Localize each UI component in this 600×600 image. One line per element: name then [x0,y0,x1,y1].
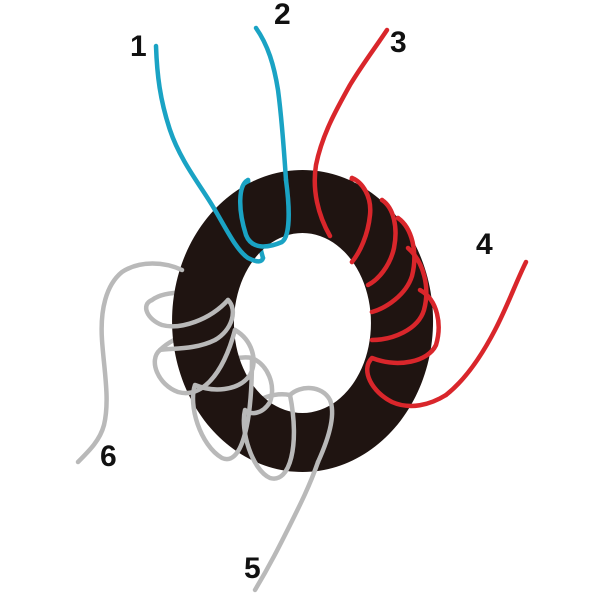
red-loop-front-5 [365,287,449,409]
gray-loop-front-5 [287,385,335,465]
gray-lead-terminal-6 [75,261,185,465]
terminal-label-3: 3 [390,26,407,59]
terminal-label-6: 6 [100,440,117,473]
front-wire-segments [75,25,529,593]
terminal-label-4: 4 [476,228,493,261]
gray-loop-front-1 [143,297,231,329]
gray-lead-terminal-5 [252,459,321,593]
terminal-labels: 1 2 3 4 5 6 [100,0,493,585]
terminal-label-2: 2 [274,0,291,31]
red-loop-front-1 [349,175,373,265]
gray-loop-front-3 [190,327,256,462]
cyan-lead-terminal-2 [253,25,289,183]
terminal-label-5: 5 [244,552,261,585]
red-lead-terminal-4 [443,259,529,398]
cyan-lead-terminal-1 [153,43,266,264]
cyan-loop-front [238,177,291,249]
red-lead-terminal-3 [312,27,390,239]
terminal-label-1: 1 [130,30,147,63]
red-loop-front-2 [365,197,398,288]
gray-loop-front-2 [152,297,238,396]
gray-loop-front-4 [241,355,297,481]
red-loop-front-3 [369,215,417,315]
red-loop-front-4 [369,245,429,343]
